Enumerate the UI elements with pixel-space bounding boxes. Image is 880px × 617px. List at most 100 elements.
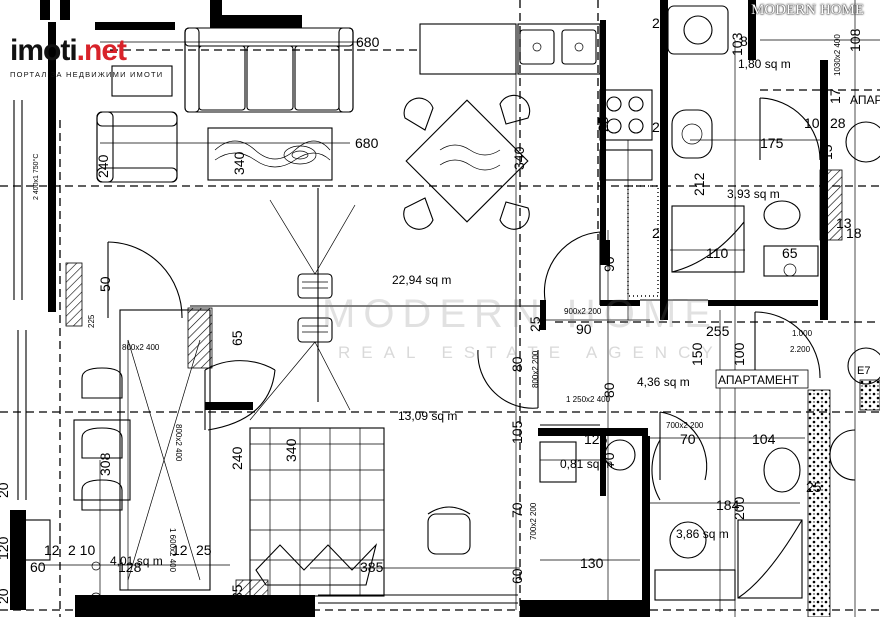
plan-labels: АПАРТАМЕНТ E7 АПАР 2 400x1 750°C [32, 93, 880, 389]
dim-25-g: 25 [604, 599, 620, 615]
ceiling-lights [190, 188, 540, 421]
dim-25-f: 25 [806, 479, 822, 495]
tv-cabinet [111, 23, 517, 97]
left-room-chairs [73, 309, 211, 591]
dim-70-b: 70 [680, 431, 696, 447]
kitchen [517, 23, 659, 297]
dim-2-10: 2 10 [68, 542, 95, 558]
dim-60-b: 60 [509, 568, 525, 584]
dim-308: 308 [97, 452, 113, 476]
dim-150: 150 [689, 342, 705, 366]
windows [13, 100, 708, 604]
dim-1: 1 [232, 595, 240, 611]
dim-200: 200 [731, 496, 747, 520]
dim-60-a: 60 [30, 559, 46, 575]
watermark-title: MODERN HOME [322, 292, 719, 336]
area-corridor: 4,36 sq m [637, 375, 690, 389]
dim-25-h: 25 [196, 542, 212, 558]
dim-340-living: 340 [231, 151, 247, 175]
dim-340-dining: 340 [511, 146, 527, 170]
dim-10: 10 [804, 115, 820, 131]
label-window-left: 2 400x1 750°C [32, 154, 40, 200]
opening-5: 1 250x2 400 [566, 395, 611, 404]
dim-212: 212 [691, 172, 707, 196]
dim-105: 105 [509, 420, 525, 444]
opening-4: 800x2 200 [531, 350, 540, 388]
logo-suffix: .net [76, 34, 127, 67]
dimension-lines [40, 0, 880, 617]
dim-25-d: 25 [595, 116, 611, 132]
opening-3: 800x2 400 [174, 424, 183, 462]
dim-15: 15 [819, 144, 835, 160]
opening-7: 1 600x2 400 [168, 528, 177, 573]
opening-9: 700x2 200 [529, 502, 538, 540]
dim-130: 130 [580, 555, 604, 571]
walls [10, 0, 828, 617]
desk-chair [427, 506, 471, 555]
watermark-subtitle: REAL ESTATE AGENCY [338, 343, 724, 362]
area-left-room: 4,01 sq m [110, 554, 163, 568]
dim-184: 184 [716, 497, 740, 513]
dim-13: 13 [836, 215, 852, 231]
dim-100: 100 [731, 342, 747, 366]
dim-25-c: 25 [652, 225, 668, 241]
opening-11: 2.200 [790, 345, 811, 354]
dim-18: 18 [846, 225, 862, 241]
area-living: 22,94 sq m [392, 273, 451, 287]
label-apartment-partial: АПАР [850, 93, 880, 107]
dim-240-bed: 240 [229, 446, 245, 470]
dim-340-bed: 340 [283, 438, 299, 462]
area-wc: 0,81 sq m [560, 457, 613, 471]
opening-2: 900x2 200 [564, 307, 602, 316]
opening-6: 700x2 200 [666, 421, 704, 430]
dim-103: 103 [729, 32, 745, 56]
opening-8: 1030x2 400 [833, 34, 842, 76]
dim-12-b: 12 [172, 542, 188, 558]
dim-20-b: 20 [0, 588, 11, 604]
dim-680-top: 680 [356, 34, 380, 50]
opening-10: 1.000 [792, 329, 813, 338]
dim-65-b: 65 [782, 245, 798, 261]
sofa [184, 27, 354, 113]
opening-labels: 800x2 400 900x2 200 800x2 400 800x2 200 … [122, 34, 842, 573]
dim-80-b: 80 [601, 382, 617, 398]
room-labels: 22,94 sq m 13,09 sq m 4,01 sq m 1,80 sq … [110, 57, 791, 568]
dim-104: 104 [752, 431, 776, 447]
dim-385: 385 [360, 559, 384, 575]
bath-fixtures [539, 5, 819, 601]
doors [107, 97, 856, 501]
dim-80-a: 80 [509, 356, 525, 372]
area-bath-bottom: 3,86 sq m [676, 527, 729, 541]
dim-110: 110 [706, 245, 729, 261]
dim-25-e: 25 [527, 316, 543, 332]
area-bedroom: 13,09 sq m [398, 409, 457, 423]
dim-35: 35 [229, 584, 245, 600]
label-elevator: E7 [857, 365, 870, 377]
dim-25-b: 25 [652, 119, 668, 135]
dimension-numbers: 680 680 340 340 340 240 240 50 225 65 30… [0, 15, 863, 615]
logo-tagline: ПОРТАЛ ЗА НЕДВИЖИМИ ИМОТИ [10, 70, 164, 79]
dim-120: 120 [0, 536, 11, 560]
dim-90-v: 90 [601, 256, 617, 272]
dim-85: 85 [740, 33, 756, 49]
area-bath-mid: 3,93 sq m [727, 187, 780, 201]
dim-108: 108 [847, 28, 863, 52]
brand-watermark: MODERN HOME [751, 2, 864, 18]
dim-12-a: 12 [44, 542, 60, 558]
dim-70-a: 70 [601, 452, 617, 468]
imoti-logo[interactable]: imoti.net ПОРТАЛ ЗА НЕДВИЖИМИ ИМОТИ [8, 30, 178, 86]
dim-20-a: 20 [0, 482, 11, 498]
area-bath-top: 1,80 sq m [738, 57, 791, 71]
dim-17: 17 [827, 88, 843, 104]
dim-65: 65 [229, 330, 245, 346]
dim-70-c: 70 [509, 502, 525, 518]
dim-90-h: 90 [576, 321, 592, 337]
dim-255: 255 [706, 323, 730, 339]
dim-125: 125 [584, 431, 608, 447]
dim-28: 28 [830, 115, 846, 131]
dim-128: 128 [118, 559, 142, 575]
dim-240-left: 240 [95, 154, 111, 178]
logo-name: imoti [10, 34, 78, 67]
